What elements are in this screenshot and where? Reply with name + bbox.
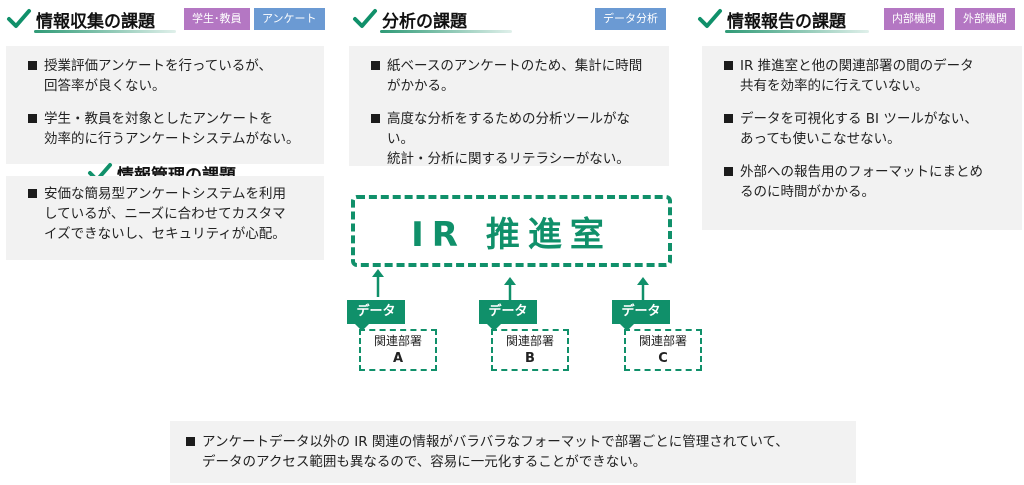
list-item: 高度な分析をするための分析ツールがない。 統計・分析に関するリテラシーがない。 (371, 109, 655, 169)
list-item: データを可視化する BI ツールがない、 あっても使いこなせない。 (724, 109, 1008, 149)
department-letter: B (525, 351, 535, 366)
bullet-square-icon (371, 61, 380, 70)
item-text: 高度な分析をするための分析ツールがない。 統計・分析に関するリテラシーがない。 (387, 111, 630, 167)
bullet-square-icon (28, 61, 37, 70)
item-text: 安価な簡易型アンケートシステムを利用 しているが、ニーズに合わせてカスタマ イズ… (44, 186, 287, 242)
item-text: 外部への報告用のフォーマットにまとめ るのに時間がかかる。 (740, 164, 983, 200)
department-letter: C (658, 351, 668, 366)
analysis-heading: 分析の課題 (352, 4, 512, 34)
department-letter: A (392, 351, 404, 366)
data-label-c: データ (612, 300, 670, 331)
item-text: 学生・教員を対象としたアンケートを 効率的に行うアンケートシステムがない。 (44, 111, 300, 147)
bullet-square-icon (371, 114, 380, 123)
department-c: 関連部署 C (624, 329, 702, 371)
bullet-square-icon (724, 167, 733, 176)
arrow-up-icon (372, 269, 384, 297)
reporting-underline (725, 30, 869, 33)
list-item: 授業評価アンケートを行っているが、 回答率が良くない。 (28, 56, 310, 96)
department-b: 関連部署 B (491, 329, 569, 371)
item-text: 授業評価アンケートを行っているが、 回答率が良くない。 (44, 58, 273, 94)
list-item: 学生・教員を対象としたアンケートを 効率的に行うアンケートシステムがない。 (28, 109, 310, 149)
item-text: 紙ベースのアンケートのため、集計に時間 がかかる。 (387, 58, 643, 94)
ir-office-box: IR 推進室 (351, 195, 672, 267)
list-item: IR 推進室と他の関連部署の間のデータ 共有を効率的に行えていない。 (724, 56, 1008, 96)
collection-underline (34, 30, 176, 33)
collection-heading: 情報収集の課題 (6, 4, 176, 34)
item-text: IR 推進室と他の関連部署の間のデータ 共有を効率的に行えていない。 (740, 58, 974, 94)
list-item: 外部への報告用のフォーマットにまとめ るのに時間がかかる。 (724, 162, 1008, 202)
collection-title: 情報収集の課題 (36, 11, 155, 32)
department-name: 関連部署 (638, 334, 687, 348)
tag-survey: アンケート (254, 8, 325, 30)
data-label-a: データ (347, 300, 405, 331)
department-a: 関連部署 A (359, 329, 437, 371)
collection-box: 授業評価アンケートを行っているが、 回答率が良くない。 学生・教員を対象としたア… (6, 46, 324, 164)
bullet-square-icon (28, 114, 37, 123)
management-box: 安価な簡易型アンケートシステムを利用 しているが、ニーズに合わせてカスタマ イズ… (6, 176, 324, 260)
reporting-title: 情報報告の課題 (727, 11, 846, 32)
tag-data-analysis: データ分析 (595, 8, 666, 30)
check-icon (353, 9, 377, 28)
check-icon (7, 9, 31, 28)
tag-students-teachers: 学生･教員 (184, 8, 250, 30)
analysis-box: 紙ベースのアンケートのため、集計に時間 がかかる。 高度な分析をするための分析ツ… (349, 46, 669, 169)
item-text: データを可視化する BI ツールがない、 あっても使いこなせない。 (740, 111, 978, 147)
bullet-square-icon (724, 61, 733, 70)
department-name: 関連部署 (505, 334, 554, 348)
bullet-square-icon (724, 114, 733, 123)
department-name: 関連部署 (373, 334, 422, 348)
tag-internal: 内部機関 (884, 8, 944, 30)
reporting-box: IR 推進室と他の関連部署の間のデータ 共有を効率的に行えていない。 データを可… (702, 46, 1022, 230)
check-icon (698, 9, 722, 28)
list-item: 紙ベースのアンケートのため、集計に時間 がかかる。 (371, 56, 655, 96)
data-label-b: データ (479, 300, 537, 331)
analysis-title: 分析の課題 (382, 11, 467, 32)
reporting-heading: 情報報告の課題 (697, 4, 869, 34)
ir-office-label: IR 推進室 (411, 214, 612, 255)
bullet-square-icon (186, 437, 195, 446)
list-item: 安価な簡易型アンケートシステムを利用 しているが、ニーズに合わせてカスタマ イズ… (28, 184, 310, 244)
tag-external: 外部機関 (955, 8, 1015, 30)
bottom-note-text: アンケートデータ以外の IR 関連の情報がバラバラなフォーマットで部署ごとに管理… (202, 434, 789, 470)
bullet-square-icon (28, 189, 37, 198)
bottom-note-box: アンケートデータ以外の IR 関連の情報がバラバラなフォーマットで部署ごとに管理… (170, 421, 856, 483)
analysis-underline (380, 30, 512, 33)
